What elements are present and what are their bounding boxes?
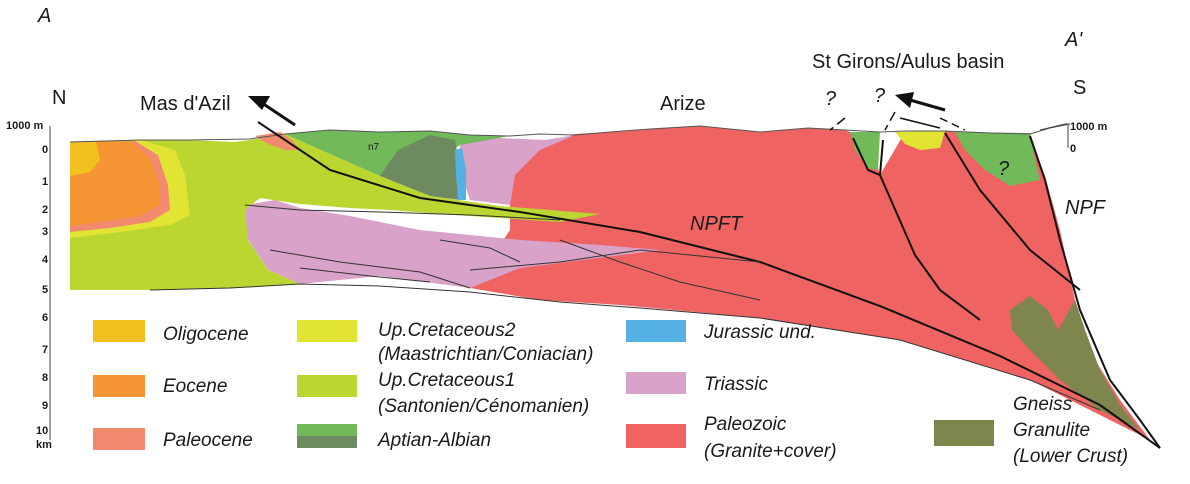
legend-swatch-aptian-dark	[297, 436, 357, 448]
legend-sub-gneiss: Granulite	[1013, 420, 1090, 441]
section-end-label: A'	[1064, 29, 1083, 51]
place-mas-dazil: Mas d'Azil	[140, 93, 231, 115]
legend-sub-upcret1: (Santonien/Cénomanien)	[378, 396, 589, 417]
legend-label-gneiss: Gneiss	[1013, 394, 1073, 415]
legend-swatch-eocene	[93, 375, 145, 397]
legend-label-paleocene: Paleocene	[163, 430, 253, 451]
thrust-arrow-st-girons	[830, 92, 965, 130]
legend-sub2-gneiss: (Lower Crust)	[1013, 446, 1128, 467]
south-label: S	[1073, 77, 1086, 99]
depth-3: 3	[42, 226, 48, 238]
legend-label-oligocene: Oligocene	[163, 324, 249, 345]
depth-10: 10	[36, 425, 48, 437]
fault-label-npft: NPFT	[690, 213, 744, 235]
depth-6: 6	[42, 312, 48, 324]
legend-swatch-oligocene	[93, 320, 145, 342]
depth-top-right: 1000 m	[1070, 121, 1108, 133]
depth-zero-right: 0	[1070, 143, 1076, 155]
legend-swatch-upcret2	[297, 320, 357, 342]
legend-label-jurassic: Jurassic und.	[703, 322, 816, 343]
legend-label-paleozoic: Paleozoic	[704, 414, 787, 435]
section-start-label: A	[37, 5, 51, 27]
legend-swatch-paleocene	[93, 428, 145, 450]
question-mark-2: ?	[874, 85, 886, 107]
question-mark-1: ?	[825, 88, 837, 110]
legend-swatch-triassic	[626, 372, 686, 394]
depth-5: 5	[42, 284, 48, 296]
depth-4: 4	[42, 254, 49, 266]
thrust-arrow-mas-dazil	[248, 96, 295, 125]
legend-swatch-paleozoic	[626, 424, 686, 448]
depth-8: 8	[42, 372, 48, 384]
depth-scale-left: 1000 m 0 1 2 3 4 5 6 7 8 9 10 km	[6, 120, 52, 451]
legend-swatch-aptian-light	[297, 424, 357, 436]
depth-2: 2	[42, 204, 48, 216]
legend-label-upcret1: Up.Cretaceous1	[378, 370, 515, 391]
legend-swatch-gneiss	[934, 420, 994, 446]
depth-1: 1	[42, 176, 48, 188]
place-st-girons: St Girons/Aulus basin	[812, 51, 1004, 73]
place-arize: Arize	[660, 93, 706, 115]
depth-scale-right: 1000 m 0	[1040, 121, 1108, 155]
legend-sub-upcret2: (Maastrichtian/Coniacian)	[378, 344, 593, 365]
legend-label-triassic: Triassic	[704, 374, 769, 395]
unit-paleozoic	[470, 126, 1150, 440]
legend-label-upcret2: Up.Cretaceous2	[378, 320, 516, 341]
depth-7: 7	[42, 344, 48, 356]
north-label: N	[52, 87, 66, 109]
legend-sub-paleozoic: (Granite+cover)	[704, 441, 837, 462]
label-n7: n7	[368, 142, 380, 153]
depth-9: 9	[42, 400, 48, 412]
depth-0: 0	[42, 144, 48, 156]
legend-swatch-jurassic	[626, 320, 686, 342]
depth-unit: km	[36, 439, 52, 451]
depth-top-left: 1000 m	[6, 120, 44, 132]
legend-swatch-upcret1	[297, 375, 357, 397]
fault-label-npf: NPF	[1065, 197, 1107, 219]
legend-label-eocene: Eocene	[163, 376, 227, 397]
question-mark-3: ?	[998, 158, 1010, 180]
legend-label-aptian: Aptian-Albian	[377, 430, 491, 451]
